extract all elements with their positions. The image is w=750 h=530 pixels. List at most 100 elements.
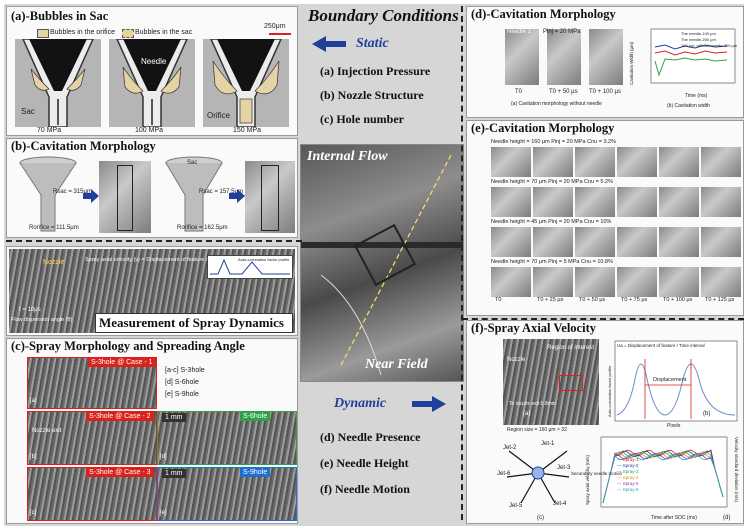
panel-e: (e)-Cavitation Morphology Needle height … <box>466 120 744 316</box>
scale-d: 1 mm <box>162 413 186 422</box>
velocity-legend-item: — Spray-2 <box>617 463 639 468</box>
panel-a-title: (a)-Bubbles in Sac <box>11 9 109 23</box>
d-ylabel: Cavitation Width (μm) <box>629 41 634 85</box>
d-time-2: T0 + 50 μs <box>549 89 578 95</box>
static-arrow-icon <box>312 36 346 52</box>
jet-6: Jet-6 <box>497 471 511 477</box>
spray-time: t = 10μs <box>19 307 41 313</box>
arrow-right-icon-2 <box>229 189 245 203</box>
jet-2: Jet-2 <box>503 445 517 451</box>
s9hole-tag: S-9hole <box>240 468 271 477</box>
static-label: Static <box>356 36 389 51</box>
velocity-legend-item: — Spray-5 <box>617 481 639 486</box>
near-field-label: Near Field <box>365 357 428 372</box>
e-time-label: T0 + 125 μs <box>705 297 735 303</box>
velocity-legend-item: — Spray-3 <box>617 469 639 474</box>
e-cavitation-image <box>575 147 615 177</box>
cav-img-d1 <box>505 29 539 85</box>
panel-e-title: (e)-Cavitation Morphology <box>471 121 615 135</box>
divider-vertical <box>461 6 463 520</box>
scale-e: 1 mm <box>162 469 186 478</box>
dim-4: Rorifice = 162.5μm <box>177 225 228 231</box>
e-row-label: Needle height = 70 μm Pinj = 20 MPa Cnu … <box>491 179 613 185</box>
note-2: [d] S-6hole <box>165 379 199 386</box>
e-cavitation-image <box>701 227 741 257</box>
e-time-label: T0 <box>495 297 502 303</box>
dynamic-item-2: (e) Needle Height <box>320 456 409 470</box>
s9hole-image: 1 mm S-9hole [e] <box>157 467 297 521</box>
label-sac: Sac <box>21 107 35 116</box>
static-item-3: (c) Hole number <box>320 112 404 126</box>
panel-f: (f)-Spray Axial Velocity Nozzle Region o… <box>466 320 744 524</box>
panel-spray-title: Measurement of Spray Dynamics <box>99 315 284 330</box>
center-title: Boundary Conditions <box>308 6 459 25</box>
jet-5: Jet-5 <box>509 503 523 509</box>
nozzle-model-1 <box>19 156 77 232</box>
nozzle-image-150 <box>203 38 289 128</box>
panel-b: (b)-Cavitation Morphology Rsac = 315μm R… <box>6 138 298 238</box>
e-cavitation-image <box>491 187 531 217</box>
f-region: Region size = 160 μm × 32 <box>507 427 567 433</box>
cavitation-width-chart <box>650 28 736 84</box>
e-time-label: T0 + 75 μs <box>621 297 648 303</box>
dim-2: Rorifice = 111.5μm <box>29 225 79 231</box>
d-time-1: T0 <box>515 89 523 95</box>
legend-orifice-swatch <box>37 29 49 38</box>
e-cavitation-image <box>659 187 699 217</box>
panel-c: (c)-Spray Morphology and Spreading Angle… <box>6 338 298 524</box>
auto-correlation-chart <box>614 340 738 422</box>
note-1: [a-c] S-3hole <box>165 367 205 374</box>
cav-img-d2 <box>547 29 581 85</box>
cavitation-image-1 <box>99 161 151 233</box>
e-cavitation-image <box>533 267 573 297</box>
case-1-tag: S-3hole @ Case - 1 <box>88 358 156 367</box>
e-cavitation-image <box>659 147 699 177</box>
e-cavitation-image <box>575 267 615 297</box>
velocity-series-line <box>602 451 724 504</box>
letter-e: [e] <box>160 510 167 516</box>
note-3: [e] S-9hole <box>165 391 199 398</box>
d-legend-3: 100 μm_without needle-200 μm <box>681 43 738 48</box>
dim-1: Rsac = 315μm <box>53 189 92 195</box>
e-cavitation-image <box>491 227 531 257</box>
velocity-series-line <box>602 450 724 504</box>
f-roi: Region of interest <box>547 345 595 351</box>
f-ylabel-b: Auto-correlation factor profile <box>607 365 612 417</box>
d-legend-1: The needle-100 μm <box>681 31 716 36</box>
pressure-70: 70 MPa <box>37 127 62 134</box>
f-pixels: Pixels <box>667 423 681 429</box>
label-needle: Needle <box>141 57 167 66</box>
center-image: Internal Flow Near Field <box>300 144 464 382</box>
e-row-label: Needle height = 70 μm Pinj = 5 MPa Cnu =… <box>491 259 613 265</box>
f-secondary: Secondary needle motion <box>571 471 623 476</box>
dynamic-label: Dynamic <box>334 396 387 411</box>
e-cavitation-image <box>533 227 573 257</box>
d-pinj: Pinj = 20 MPa <box>543 29 581 35</box>
e-cavitation-image <box>701 147 741 177</box>
case-3-image: S-3hole @ Case - 3 [c] <box>27 467 157 521</box>
d-xlabel: Time (ms) <box>685 93 708 99</box>
e-cavitation-image <box>617 267 657 297</box>
legend-orifice: Bubbles in the orifice <box>50 29 115 36</box>
f-exit: To nozzle exit 0.8mm <box>509 401 556 407</box>
d-legend-2: The needle-200 μm <box>681 37 716 42</box>
static-item-1: (a) Injection Pressure <box>320 64 431 78</box>
nozzle-exit-label: Nozzle exit <box>32 428 62 434</box>
f-label-b: (b) <box>703 411 711 417</box>
static-item-2: (b) Nozzle Structure <box>320 88 424 102</box>
panel-d-title: (d)-Cavitation Morphology <box>471 7 616 21</box>
spray-formula: Spray axial velocity (v) = Displacement … <box>85 257 241 263</box>
jet-3: Jet-3 <box>557 465 571 471</box>
velocity-plot-area <box>600 436 728 508</box>
e-cavitation-image <box>659 267 699 297</box>
f-formula: Ua = Displacement of feature / Time inte… <box>617 343 705 348</box>
cavitation-grid: Needle height = 160 μm Pinj = 20 MPa Cnu… <box>491 139 741 311</box>
d-caption-b: (b) Cavitation width <box>667 103 710 109</box>
e-cavitation-image <box>575 227 615 257</box>
nozzle-image-100 <box>109 38 195 128</box>
dynamic-item-1: (d) Needle Presence <box>320 430 421 444</box>
e-cavitation-image <box>617 187 657 217</box>
panel-f-title: (f)-Spray Axial Velocity <box>471 321 596 335</box>
e-cavitation-image <box>533 187 573 217</box>
f-xlabel: Time after SOC (ms) <box>651 515 697 521</box>
